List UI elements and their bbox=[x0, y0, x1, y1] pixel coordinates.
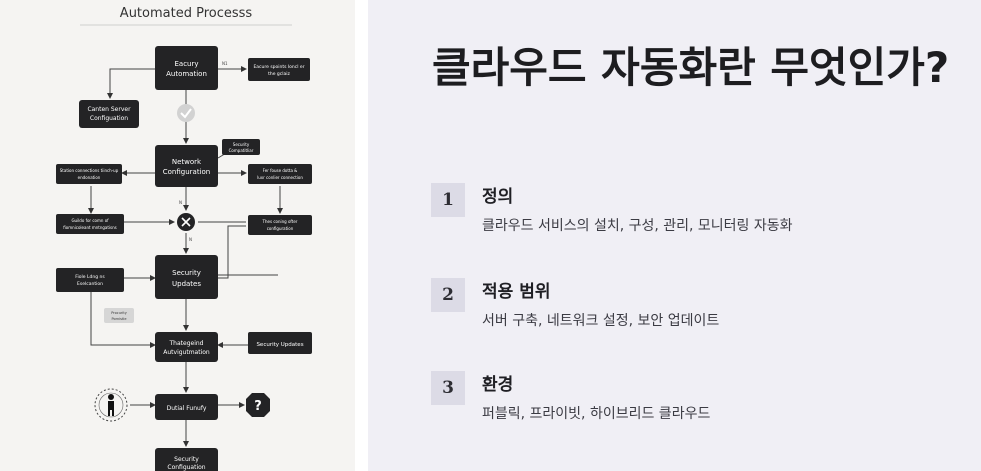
number-badge: 3 bbox=[431, 371, 465, 405]
edge-label-n2: N bbox=[179, 200, 182, 205]
item-title: 정의 bbox=[482, 187, 514, 207]
node-security-updates-2: Security Updates bbox=[248, 332, 312, 354]
node-top-note-line2: the gclaiz bbox=[268, 71, 290, 77]
node-fer-fouse-line1: Fer fouse dotta & bbox=[263, 168, 298, 173]
node-security-config-line1: Security bbox=[174, 456, 199, 463]
node-security-configuation: Security Configuation bbox=[155, 448, 218, 471]
node-fiole-line2: Eselcantion bbox=[77, 281, 103, 287]
node-guildo-line1: Guildo for comn of bbox=[71, 218, 109, 223]
node-station-line1: Station connections tiinch-up bbox=[60, 168, 119, 173]
node-security-updates-line2: Updates bbox=[172, 280, 201, 288]
node-procurity-line1: Procurity bbox=[111, 311, 127, 315]
node-canten-server: Canten Server Configuation bbox=[79, 100, 139, 128]
node-top-note-line1: Eacure spoints loncl er bbox=[253, 64, 304, 70]
item-title: 적용 범위 bbox=[482, 282, 551, 302]
diagram-title: Automated Processs bbox=[120, 6, 253, 21]
diagram-panel: Automated Processs bbox=[0, 0, 368, 471]
node-station-connections: Station connections tiinch-up endonation bbox=[56, 164, 122, 184]
node-network-line1: Network bbox=[172, 158, 202, 166]
node-fer-fouse: Fer fouse dotta & luxr conlier connectio… bbox=[248, 164, 312, 184]
node-eacury-line1: Eacury bbox=[174, 60, 198, 68]
page-title: 클라우드 자동화란 무엇인가? bbox=[432, 43, 950, 92]
node-thategeind: Thategeind Autvigutmation bbox=[155, 332, 218, 362]
node-fiole-line1: Fiole Ldng ns bbox=[75, 274, 105, 280]
item-description: 클라우드 서비스의 설치, 구성, 관리, 모니터링 자동화 bbox=[482, 218, 793, 234]
node-guildo-line2: fiomnicoleant mntngatisns bbox=[63, 225, 116, 230]
node-thes-coning: Thes coning ofter configuration bbox=[248, 215, 312, 235]
node-thes-coning-line2: configuration bbox=[267, 226, 294, 231]
node-thategeind-line2: Autvigutmation bbox=[163, 349, 210, 356]
node-security-compatitliar: Security Compatitliar bbox=[222, 139, 260, 155]
close-circle-icon bbox=[177, 213, 195, 231]
svg-text:?: ? bbox=[254, 399, 262, 414]
node-dutial-funufy: Dutial Funufy bbox=[155, 394, 218, 420]
check-circle-icon bbox=[177, 104, 195, 122]
item-description: 서버 구축, 네트워크 설정, 보안 업데이트 bbox=[482, 313, 720, 329]
flowchart-diagram: Automated Processs bbox=[56, 0, 368, 471]
node-fiole: Fiole Ldng ns Eselcantion bbox=[56, 268, 124, 292]
item-title: 환경 bbox=[482, 375, 514, 395]
number-badge: 1 bbox=[431, 183, 465, 217]
node-security-updates-2-label: Security Updates bbox=[256, 342, 303, 348]
node-fer-fouse-line2: luxr conlier connection bbox=[257, 175, 303, 180]
node-procurity: Procurity Pornistle bbox=[104, 308, 134, 323]
node-canten-line1: Canten Server bbox=[87, 106, 131, 113]
node-eacury-line2: Automation bbox=[166, 70, 207, 78]
edge-label-n1: N1 bbox=[222, 61, 228, 66]
edge-label-n3: N bbox=[189, 237, 192, 242]
node-network-line2: Configuration bbox=[163, 168, 210, 176]
node-thes-coning-line1: Thes coning ofter bbox=[262, 219, 298, 224]
node-canten-line2: Configuation bbox=[90, 115, 128, 122]
question-octagon-icon: ? bbox=[246, 393, 270, 417]
item-description: 퍼블릭, 프라이빗, 하이브리드 클라우드 bbox=[482, 406, 711, 422]
node-security-comp-line2: Compatitliar bbox=[229, 148, 254, 153]
node-thategeind-line1: Thategeind bbox=[169, 340, 204, 347]
node-security-updates-line1: Security bbox=[172, 269, 201, 277]
node-security-comp-line1: Security bbox=[233, 142, 250, 147]
node-station-line2: endonation bbox=[78, 175, 101, 180]
node-network-configuration: Network Configuration bbox=[155, 145, 218, 187]
content-panel: 클라우드 자동화란 무엇인가? 1 정의 클라우드 서비스의 설치, 구성, 관… bbox=[368, 0, 981, 471]
node-dutial-label: Dutial Funufy bbox=[167, 405, 207, 412]
node-security-config-line2: Configuation bbox=[167, 464, 205, 471]
node-procurity-line2: Pornistle bbox=[111, 317, 126, 321]
node-eacury-automation: Eacury Automation bbox=[155, 46, 218, 90]
number-badge: 2 bbox=[431, 278, 465, 312]
panel-edge bbox=[355, 0, 368, 471]
node-top-note: Eacure spoints loncl er the gclaiz bbox=[248, 58, 310, 81]
person-gear-icon bbox=[94, 388, 128, 422]
node-guildo: Guildo for comn of fiomnicoleant mntngat… bbox=[56, 214, 124, 234]
node-security-updates: Security Updates bbox=[155, 255, 218, 299]
